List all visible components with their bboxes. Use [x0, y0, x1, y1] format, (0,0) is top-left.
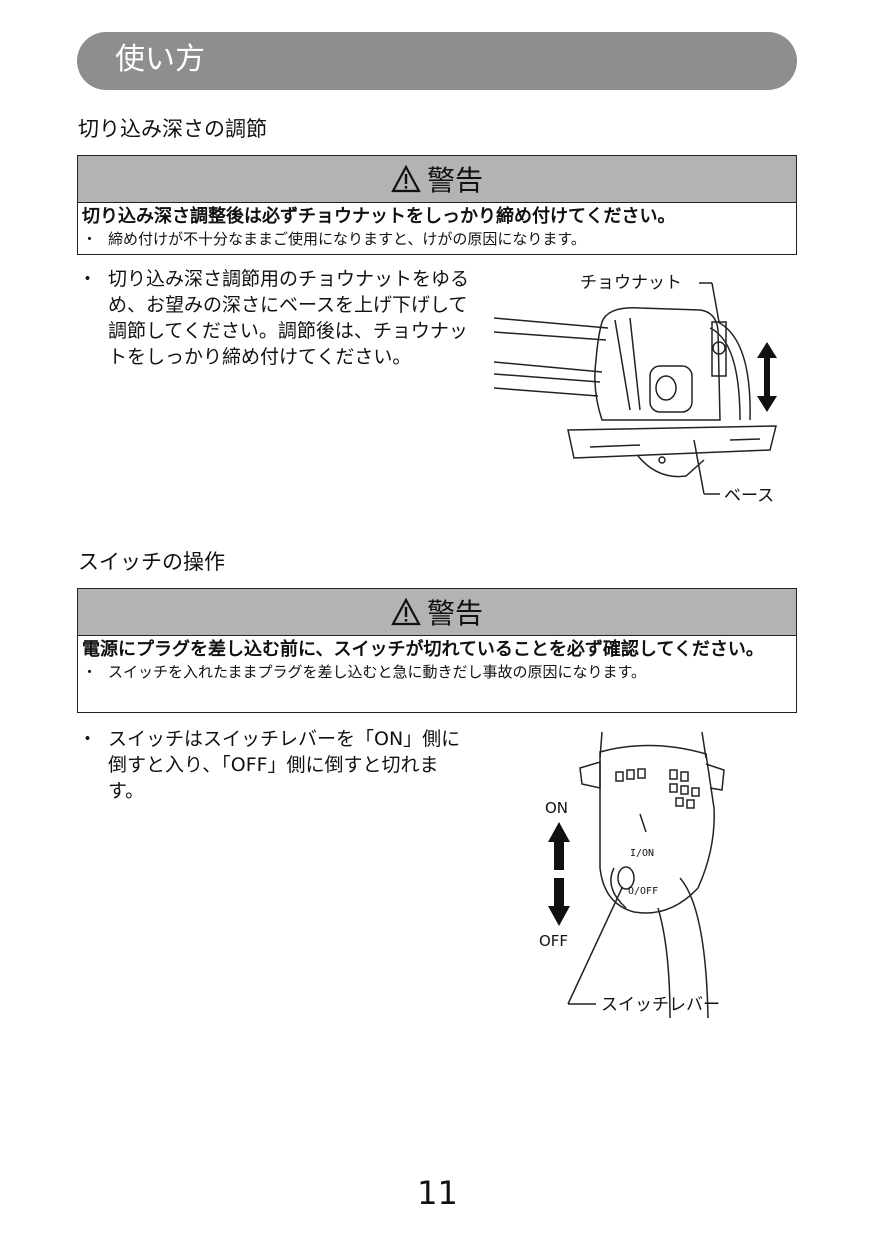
instruction-depth: ・ 切り込み深さ調節用のチョウナットをゆるめ、お望みの深さにベースを上げ下げして…: [78, 266, 473, 370]
warning-box-switch: 警告 電源にプラグを差し込む前に、スイッチが切れていることを必ず確認してください…: [77, 588, 797, 713]
warning-label: 警告: [426, 597, 483, 630]
bullet-mark: ・: [78, 268, 98, 290]
warning-header: 警告: [78, 589, 796, 636]
page-title: 使い方: [115, 42, 205, 77]
switch-figure: I/ON O/OFF: [548, 731, 725, 1018]
section-title-depth: 切り込み深さの調節: [78, 117, 267, 141]
instruction-switch: ・ スイッチはスイッチレバーを「ON」側に倒すと入り、「OFF」側に倒すと切れま…: [78, 726, 473, 804]
warning-main-text: 電源にプラグを差し込む前に、スイッチが切れていることを必ず確認してください。: [82, 639, 764, 660]
wing-nut-label: チョウナット: [580, 273, 682, 293]
switch-lever-label: スイッチレバー: [601, 995, 720, 1015]
warning-main-text: 切り込み深さ調整後は必ずチョウナットをしっかり締め付けてください。: [82, 206, 676, 227]
warning-sub-text: ・スイッチを入れたままプラグを差し込むと急に動きだし事故の原因になります。: [78, 662, 796, 686]
section-title-switch: スイッチの操作: [78, 550, 225, 574]
warning-triangle-icon: [391, 598, 421, 626]
off-mark: O/OFF: [628, 886, 658, 897]
page-number: 11: [417, 1174, 458, 1212]
warning-header: 警告: [78, 156, 796, 203]
bullet-mark: ・: [82, 663, 98, 681]
on-mark: I/ON: [630, 848, 654, 859]
off-label: OFF: [539, 932, 569, 950]
on-label: ON: [545, 799, 569, 817]
instruction-text: スイッチはスイッチレバーを「ON」側に倒すと入り、「OFF」側に倒すと切れます。: [108, 728, 461, 802]
warning-box-depth: 警告 切り込み深さ調整後は必ずチョウナットをしっかり締め付けてください。 ・締め…: [77, 155, 797, 255]
warning-sub-label: 締め付けが不十分なままご使用になりますと、けがの原因になります。: [108, 230, 586, 248]
bullet-mark: ・: [78, 728, 98, 750]
bullet-mark: ・: [82, 230, 98, 248]
instruction-text: 切り込み深さ調節用のチョウナットをゆるめ、お望みの深さにベースを上げ下げして調節…: [108, 268, 470, 368]
base-label: ベース: [724, 486, 775, 506]
saw-depth-figure: [493, 282, 777, 495]
warning-label: 警告: [426, 164, 483, 197]
warning-triangle-icon: [391, 165, 421, 193]
warning-sub-label: スイッチを入れたままプラグを差し込むと急に動きだし事故の原因になります。: [108, 663, 647, 681]
header-bar: [77, 32, 797, 90]
warning-sub-text: ・締め付けが不十分なままご使用になりますと、けがの原因になります。: [78, 229, 796, 253]
